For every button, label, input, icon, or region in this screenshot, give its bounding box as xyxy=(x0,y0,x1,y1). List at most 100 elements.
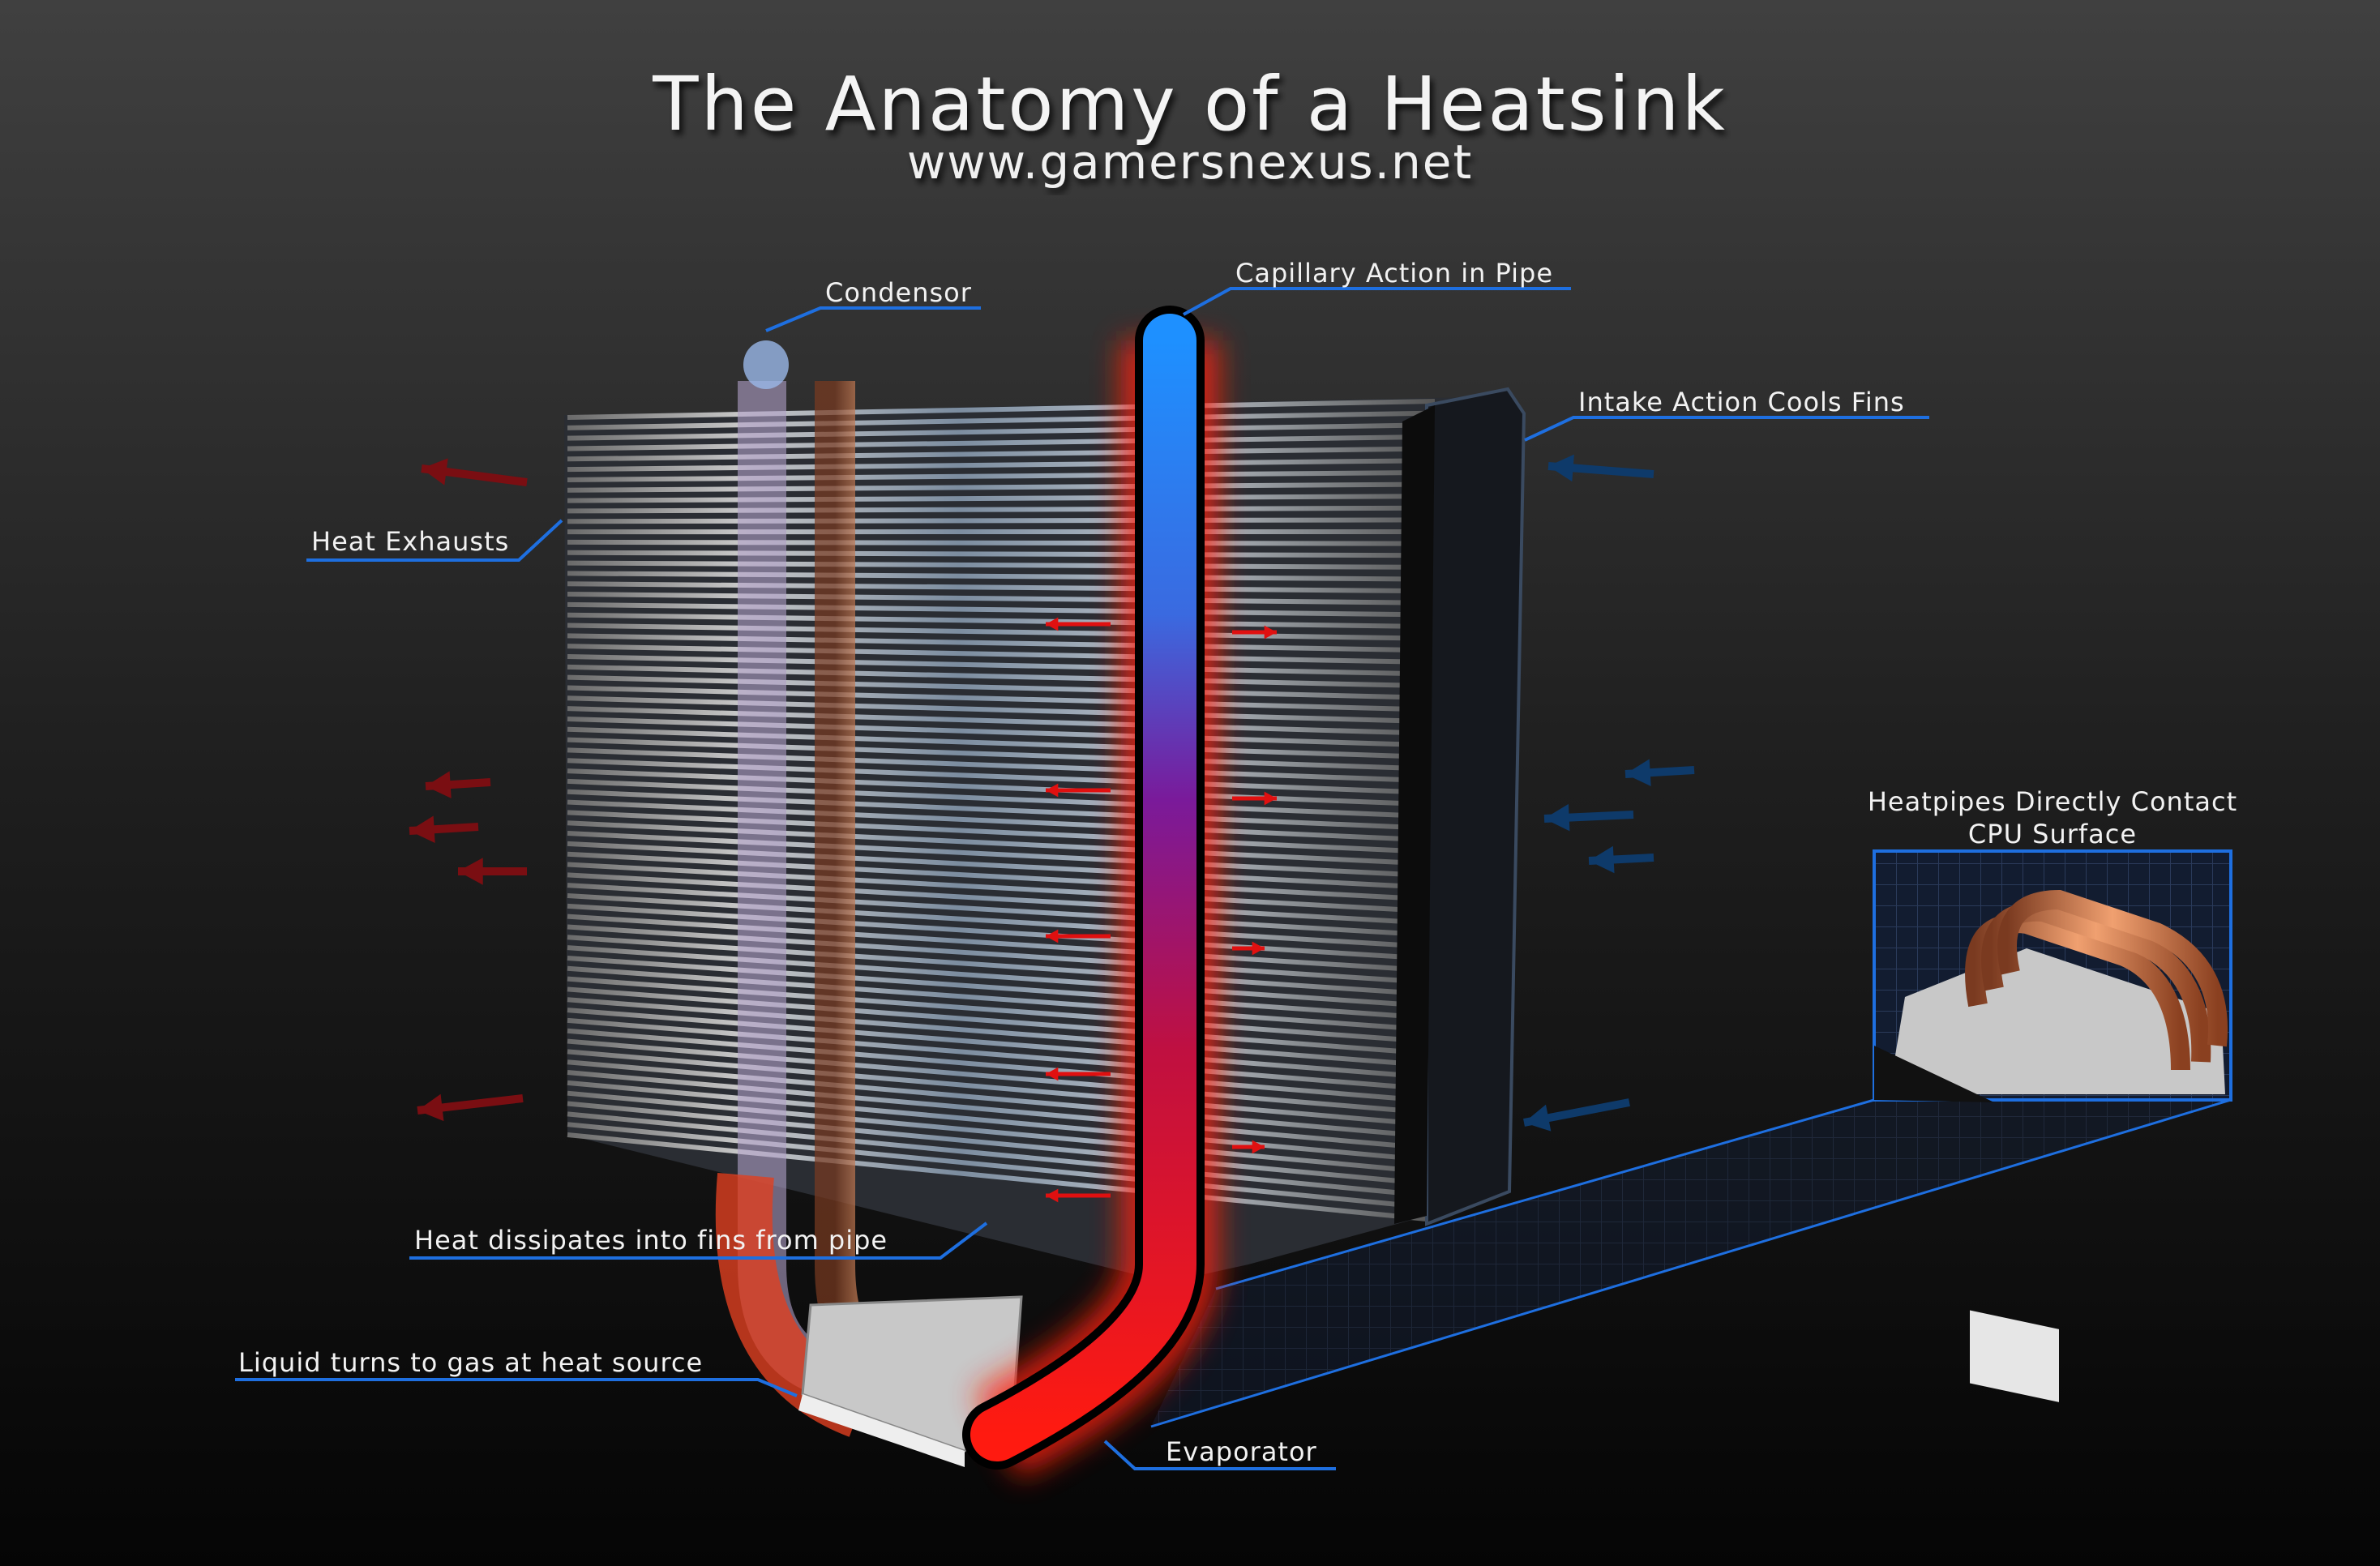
arrow-icon xyxy=(1046,1188,1111,1203)
arrow-icon xyxy=(417,1093,524,1122)
fin xyxy=(567,997,1436,1068)
arrow-icon xyxy=(1232,791,1277,806)
fin xyxy=(567,1132,1436,1222)
fin xyxy=(567,799,1436,843)
fin xyxy=(567,872,1436,926)
arrow-icon xyxy=(1543,803,1634,832)
fin xyxy=(567,446,1436,462)
fin xyxy=(567,914,1436,973)
fin xyxy=(567,924,1436,986)
fin xyxy=(567,810,1436,855)
fin xyxy=(567,831,1436,879)
fin xyxy=(567,883,1436,938)
fin xyxy=(567,623,1436,641)
fin xyxy=(567,955,1436,1021)
fin xyxy=(567,1111,1436,1199)
fin xyxy=(567,726,1436,760)
fin xyxy=(567,560,1436,570)
fin xyxy=(567,945,1436,1009)
svg-text:Liquid turns to gas at heat so: Liquid turns to gas at heat source xyxy=(238,1347,703,1378)
fin xyxy=(567,893,1436,950)
fin xyxy=(567,1059,1436,1140)
fin xyxy=(567,1038,1436,1116)
fin xyxy=(567,685,1436,712)
fin xyxy=(567,517,1436,524)
page-title: The Anatomy of a Heatsink xyxy=(652,61,1727,148)
fin xyxy=(567,494,1436,503)
arrow-icon xyxy=(1624,759,1695,786)
arrow-icon xyxy=(409,815,479,843)
svg-text:Condensor: Condensor xyxy=(825,277,972,308)
callout-capillary: Capillary Action in Pipe xyxy=(1183,258,1571,316)
arrow-icon xyxy=(1523,1098,1630,1132)
arrow-icon xyxy=(1547,454,1654,482)
callout-intake: Intake Action Cools Fins xyxy=(1524,387,1929,442)
svg-text:Intake Action Cools Fins: Intake Action Cools Fins xyxy=(1578,387,1905,417)
fin xyxy=(567,903,1436,961)
arrow-icon xyxy=(1232,625,1277,640)
fin xyxy=(567,1008,1436,1080)
inset-label-line2: CPU Surface xyxy=(1968,819,2137,849)
fan xyxy=(1394,387,1526,1226)
fin xyxy=(567,706,1436,736)
fin xyxy=(567,434,1436,451)
arrow-icon xyxy=(458,858,527,885)
arrow-icon xyxy=(1232,941,1265,956)
callout-heat-exhausts: Heat Exhausts xyxy=(306,519,563,562)
fin xyxy=(567,778,1436,819)
airflow-arrows xyxy=(409,454,1695,1203)
fin xyxy=(567,1080,1436,1163)
arrow-icon xyxy=(1232,1140,1265,1154)
fin xyxy=(567,965,1436,1033)
fin xyxy=(567,1017,1436,1092)
fin xyxy=(567,539,1436,546)
fin xyxy=(567,1049,1436,1127)
fin xyxy=(567,581,1436,594)
arrow-icon xyxy=(1046,1067,1111,1081)
inset-cpu-contact: Heatpipes Directly Contact CPU Surface xyxy=(1868,786,2237,1402)
inset-projection xyxy=(1150,1098,2232,1428)
fin xyxy=(567,737,1436,772)
svg-text:Heat dissipates into fins from: Heat dissipates into fins from pipe xyxy=(414,1225,888,1256)
callout-evaporator: Evaporator xyxy=(1103,1436,1336,1470)
base-plate-front xyxy=(798,1394,965,1467)
fin xyxy=(567,644,1436,665)
fin xyxy=(567,550,1436,558)
fin xyxy=(567,1028,1436,1104)
fin xyxy=(567,851,1436,902)
fin xyxy=(567,592,1436,605)
fin xyxy=(567,410,1436,430)
fin xyxy=(567,458,1436,473)
fin xyxy=(567,399,1436,420)
fin xyxy=(567,654,1436,677)
fin xyxy=(567,633,1436,653)
heatsink-fins xyxy=(564,397,1475,1282)
arrow-icon xyxy=(1046,929,1111,943)
arrow-icon xyxy=(1588,845,1654,874)
fin xyxy=(567,789,1436,831)
inset-label-line1: Heatpipes Directly Contact xyxy=(1868,786,2237,817)
fin xyxy=(567,1090,1436,1175)
arrow-icon xyxy=(425,771,491,798)
callout-condensor: Condensor xyxy=(765,277,981,332)
fin xyxy=(567,976,1436,1045)
fin xyxy=(567,1101,1436,1187)
fin xyxy=(567,935,1436,997)
fin xyxy=(567,469,1436,482)
page-subtitle: www.gamersnexus.net xyxy=(907,135,1473,190)
arrow-icon xyxy=(1046,617,1111,631)
fin xyxy=(567,716,1436,748)
arrow-icon xyxy=(421,458,528,486)
fin xyxy=(567,1070,1436,1152)
fin xyxy=(567,768,1436,807)
callout-liquid-gas: Liquid turns to gas at heat source xyxy=(235,1347,798,1397)
svg-text:Heat Exhausts: Heat Exhausts xyxy=(311,526,509,557)
highlighted-heatpipe xyxy=(962,306,1218,1478)
fin xyxy=(567,422,1436,441)
fin xyxy=(567,986,1436,1057)
fin xyxy=(567,505,1436,514)
fin xyxy=(567,695,1436,725)
arrow-icon xyxy=(1046,783,1111,798)
fin xyxy=(567,820,1436,866)
